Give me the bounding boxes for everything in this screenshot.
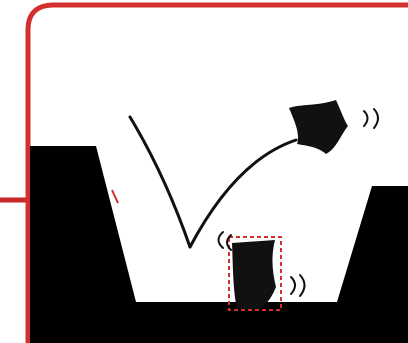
selected-particle bbox=[232, 240, 276, 309]
vibration-mark-left-1 bbox=[219, 232, 224, 248]
trajectory-right-path bbox=[190, 140, 296, 247]
vibration-mark-right-1 bbox=[291, 277, 295, 294]
trajectory-left-path bbox=[130, 117, 190, 247]
vibration-mark-top-right-2 bbox=[374, 109, 378, 128]
vibration-mark-right-2 bbox=[300, 275, 305, 296]
slope-mark bbox=[112, 190, 118, 203]
flying-particle bbox=[289, 100, 348, 154]
vibration-mark-top-right-1 bbox=[364, 111, 368, 126]
